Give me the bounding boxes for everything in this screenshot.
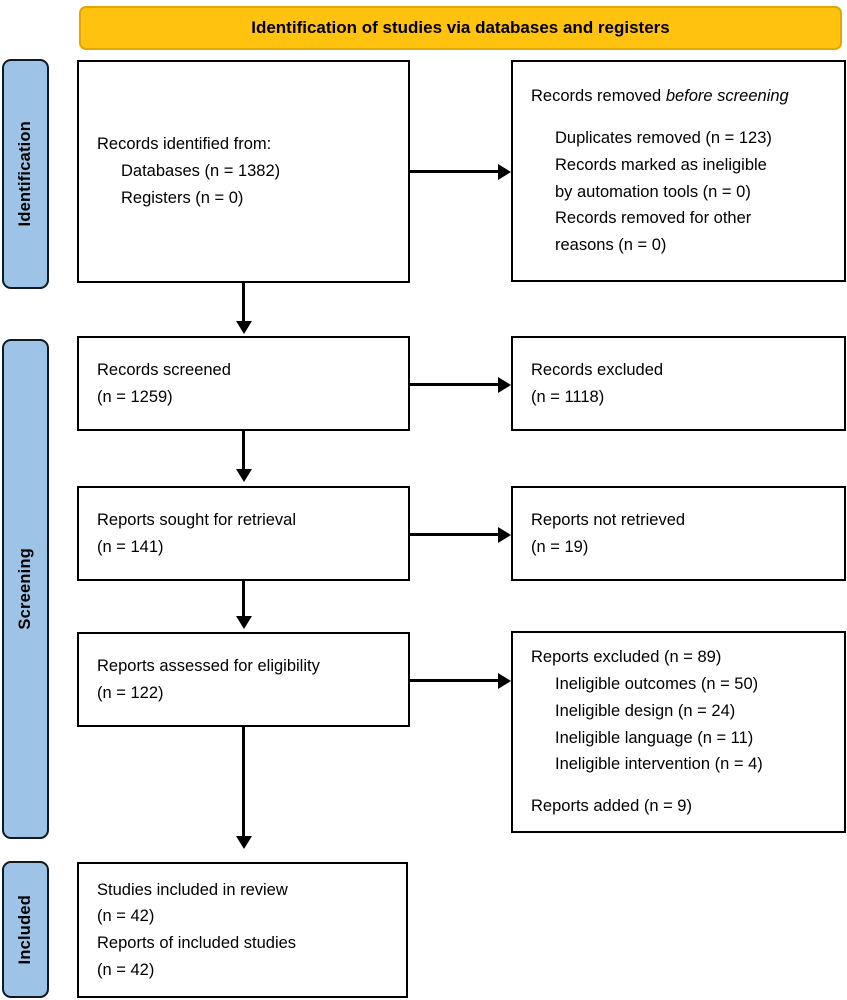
records-identified-registers: Registers (n = 0) bbox=[121, 188, 244, 207]
records-excluded-count: (n = 1118) bbox=[531, 387, 605, 406]
reports-not-retrieved-label: Reports not retrieved bbox=[531, 510, 686, 529]
reports-included-label: Reports of included studies bbox=[97, 934, 297, 952]
arrow-screened-to-sought bbox=[235, 469, 252, 482]
connector-sought-to-not-retrieved bbox=[410, 533, 500, 536]
box-records-screened: Records screened (n = 1259) bbox=[77, 336, 410, 431]
reports-added: Reports added (n = 9) bbox=[531, 796, 692, 815]
records-identified-line-1: Records identified from: bbox=[97, 135, 272, 154]
records-removed-heading-italic: before screening bbox=[665, 87, 789, 106]
box-records-removed-before-screening: Records removed before screening Duplica… bbox=[511, 60, 846, 282]
connector-screened-to-excluded bbox=[410, 383, 500, 386]
phase-label-included: Included bbox=[16, 894, 34, 965]
reports-assessed-count: (n = 122) bbox=[97, 683, 164, 702]
header-title: Identification of studies via databases … bbox=[251, 18, 670, 37]
connector-assessed-to-included bbox=[242, 727, 245, 837]
arrow-identified-to-screened bbox=[235, 321, 252, 334]
arrow-sought-to-assessed bbox=[235, 616, 252, 629]
arrow-sought-to-not-retrieved bbox=[498, 526, 511, 543]
records-excluded-label: Records excluded bbox=[531, 360, 664, 379]
duplicates-removed: Duplicates removed (n = 123) bbox=[555, 129, 772, 148]
phase-label-identification: Identification bbox=[16, 121, 34, 227]
arrow-screened-to-excluded bbox=[498, 376, 511, 393]
ineligible-outcomes: Ineligible outcomes (n = 50) bbox=[555, 675, 759, 694]
ineligible-language: Ineligible language (n = 11) bbox=[555, 728, 754, 747]
box-reports-excluded: Reports excluded (n = 89) Ineligible out… bbox=[511, 631, 846, 833]
connector-screened-to-sought bbox=[242, 431, 245, 471]
ineligible-intervention: Ineligible intervention (n = 4) bbox=[555, 755, 763, 774]
marked-ineligible-line-2: by automation tools (n = 0) bbox=[555, 182, 751, 201]
reports-sought-count: (n = 141) bbox=[97, 537, 164, 556]
phase-bar-identification: Identification bbox=[2, 59, 49, 289]
box-studies-included: Studies included in review (n = 42) Repo… bbox=[77, 862, 408, 998]
reports-not-retrieved-count: (n = 19) bbox=[531, 537, 589, 556]
box-records-identified: Records identified from: Databases (n = … bbox=[77, 60, 410, 283]
arrow-assessed-to-reports-excluded bbox=[498, 672, 511, 689]
records-removed-heading-plain: Records removed bbox=[531, 87, 666, 106]
box-records-excluded: Records excluded (n = 1118) bbox=[511, 336, 846, 431]
records-screened-count: (n = 1259) bbox=[97, 387, 173, 406]
connector-identified-to-removed bbox=[410, 170, 500, 173]
records-removed-heading: Records removed before screening bbox=[513, 83, 844, 110]
marked-ineligible-line-1: Records marked as ineligible bbox=[555, 155, 767, 174]
reports-included-count: (n = 42) bbox=[97, 960, 155, 979]
connector-assessed-to-reports-excluded bbox=[410, 679, 500, 682]
arrow-assessed-to-included bbox=[235, 836, 252, 849]
phase-bar-included: Included bbox=[2, 861, 49, 998]
studies-included-count: (n = 42) bbox=[97, 907, 155, 926]
box-reports-sought: Reports sought for retrieval (n = 141) bbox=[77, 486, 410, 581]
phase-bar-screening: Screening bbox=[2, 339, 49, 839]
box-reports-not-retrieved: Reports not retrieved (n = 19) bbox=[511, 486, 846, 581]
studies-included-label: Studies included in review bbox=[97, 880, 288, 899]
records-screened-label: Records screened bbox=[97, 360, 231, 379]
reports-excluded-heading: Reports excluded (n = 89) bbox=[531, 648, 722, 667]
removed-other-reasons-line-1: Records removed for other bbox=[555, 209, 752, 228]
box-reports-assessed: Reports assessed for eligibility (n = 12… bbox=[77, 632, 410, 727]
reports-sought-label: Reports sought for retrieval bbox=[97, 510, 297, 529]
connector-sought-to-assessed bbox=[242, 581, 245, 618]
ineligible-design: Ineligible design (n = 24) bbox=[555, 701, 736, 720]
header-banner: Identification of studies via databases … bbox=[79, 6, 842, 50]
reports-assessed-label: Reports assessed for eligibility bbox=[97, 656, 320, 675]
connector-identified-to-screened bbox=[242, 283, 245, 323]
records-identified-databases: Databases (n = 1382) bbox=[121, 162, 281, 181]
arrow-identified-to-removed bbox=[498, 163, 511, 180]
removed-other-reasons-line-2: reasons (n = 0) bbox=[555, 235, 667, 254]
phase-label-screening: Screening bbox=[16, 548, 34, 630]
